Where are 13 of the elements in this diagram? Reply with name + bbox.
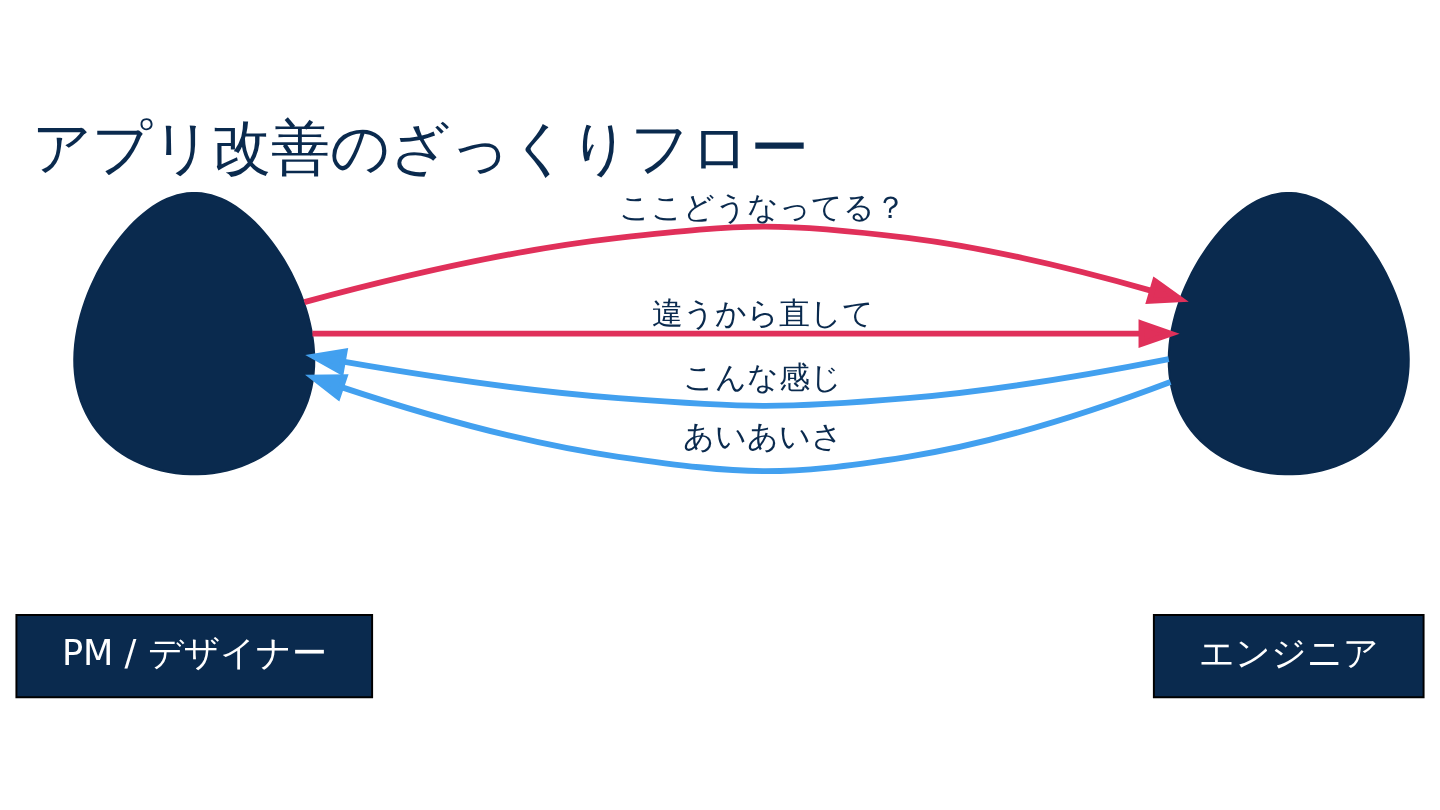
edge-label: 違うから直して	[652, 294, 874, 331]
node-person	[1167, 191, 1410, 476]
edge-label: ここどうなってる？	[619, 188, 907, 225]
arrow	[303, 223, 1189, 305]
diagram-title: アプリ改善のざっくりフロー	[32, 113, 810, 182]
arrow	[305, 374, 1172, 475]
node-box: PM / デザイナー	[15, 614, 374, 699]
arrow	[312, 319, 1180, 349]
edge-label: あいあいさ	[683, 417, 843, 454]
arrow	[305, 348, 1170, 409]
node-box: エンジニア	[1152, 614, 1425, 699]
node-person	[73, 191, 316, 476]
edge-label: こんな感じ	[683, 359, 843, 395]
